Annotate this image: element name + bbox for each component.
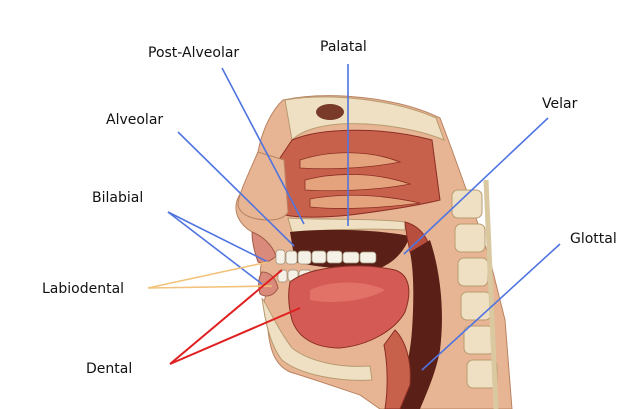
- upper-tooth: [285, 250, 298, 265]
- upper-tooth: [275, 249, 286, 265]
- head-sagittal-illustration: [235, 95, 513, 409]
- label-post-alveolar: Post-Alveolar: [148, 45, 239, 61]
- bilabial-pointer-lower: [167, 211, 263, 285]
- labels: Post-Alveolar Palatal Velar Alveolar Bil…: [42, 39, 617, 377]
- sinus: [316, 104, 344, 120]
- label-alveolar: Alveolar: [106, 112, 163, 128]
- labiodental-pointer-upper: [147, 261, 269, 289]
- glottal-pointer: [421, 243, 561, 371]
- upper-tooth: [297, 250, 312, 265]
- post-alveolar-pointer: [221, 67, 305, 225]
- vertebra: [451, 189, 483, 219]
- tongue-highlight: [310, 282, 385, 302]
- nose: [237, 151, 289, 221]
- label-velar: Velar: [542, 96, 578, 112]
- upper-tooth: [326, 250, 343, 264]
- spinal-cord: [483, 179, 499, 409]
- label-labiodental: Labiodental: [42, 281, 124, 297]
- dental-pointer-upper: [169, 269, 283, 365]
- vertebra: [466, 359, 498, 389]
- upper-tooth: [342, 251, 360, 264]
- upper-teeth: [275, 249, 377, 265]
- larynx: [383, 329, 411, 409]
- alveolar-pointer: [177, 131, 295, 247]
- nasal-turbinate-1: [299, 152, 402, 170]
- nasal-turbinate-3: [309, 194, 421, 209]
- vertebra: [463, 325, 495, 355]
- nasal-turbinate-2: [304, 174, 412, 192]
- bilabial-pointer-upper: [167, 211, 269, 263]
- label-bilabial: Bilabial: [92, 190, 143, 206]
- vertebra: [460, 291, 492, 321]
- dental-pointer-lower: [169, 307, 301, 365]
- label-glottal: Glottal: [570, 231, 617, 247]
- upper-tooth: [359, 251, 377, 264]
- vertebra: [457, 257, 489, 287]
- tongue: [288, 265, 410, 349]
- label-dental: Dental: [86, 361, 132, 377]
- upper-tooth: [311, 250, 327, 264]
- jaw: [261, 297, 373, 381]
- labiodental-pointer-lower: [147, 285, 273, 289]
- pointer-lines: [147, 64, 561, 371]
- label-palatal: Palatal: [320, 39, 367, 55]
- velar-pointer: [403, 117, 549, 255]
- lower-tooth: [277, 269, 288, 283]
- vertebra: [454, 223, 486, 253]
